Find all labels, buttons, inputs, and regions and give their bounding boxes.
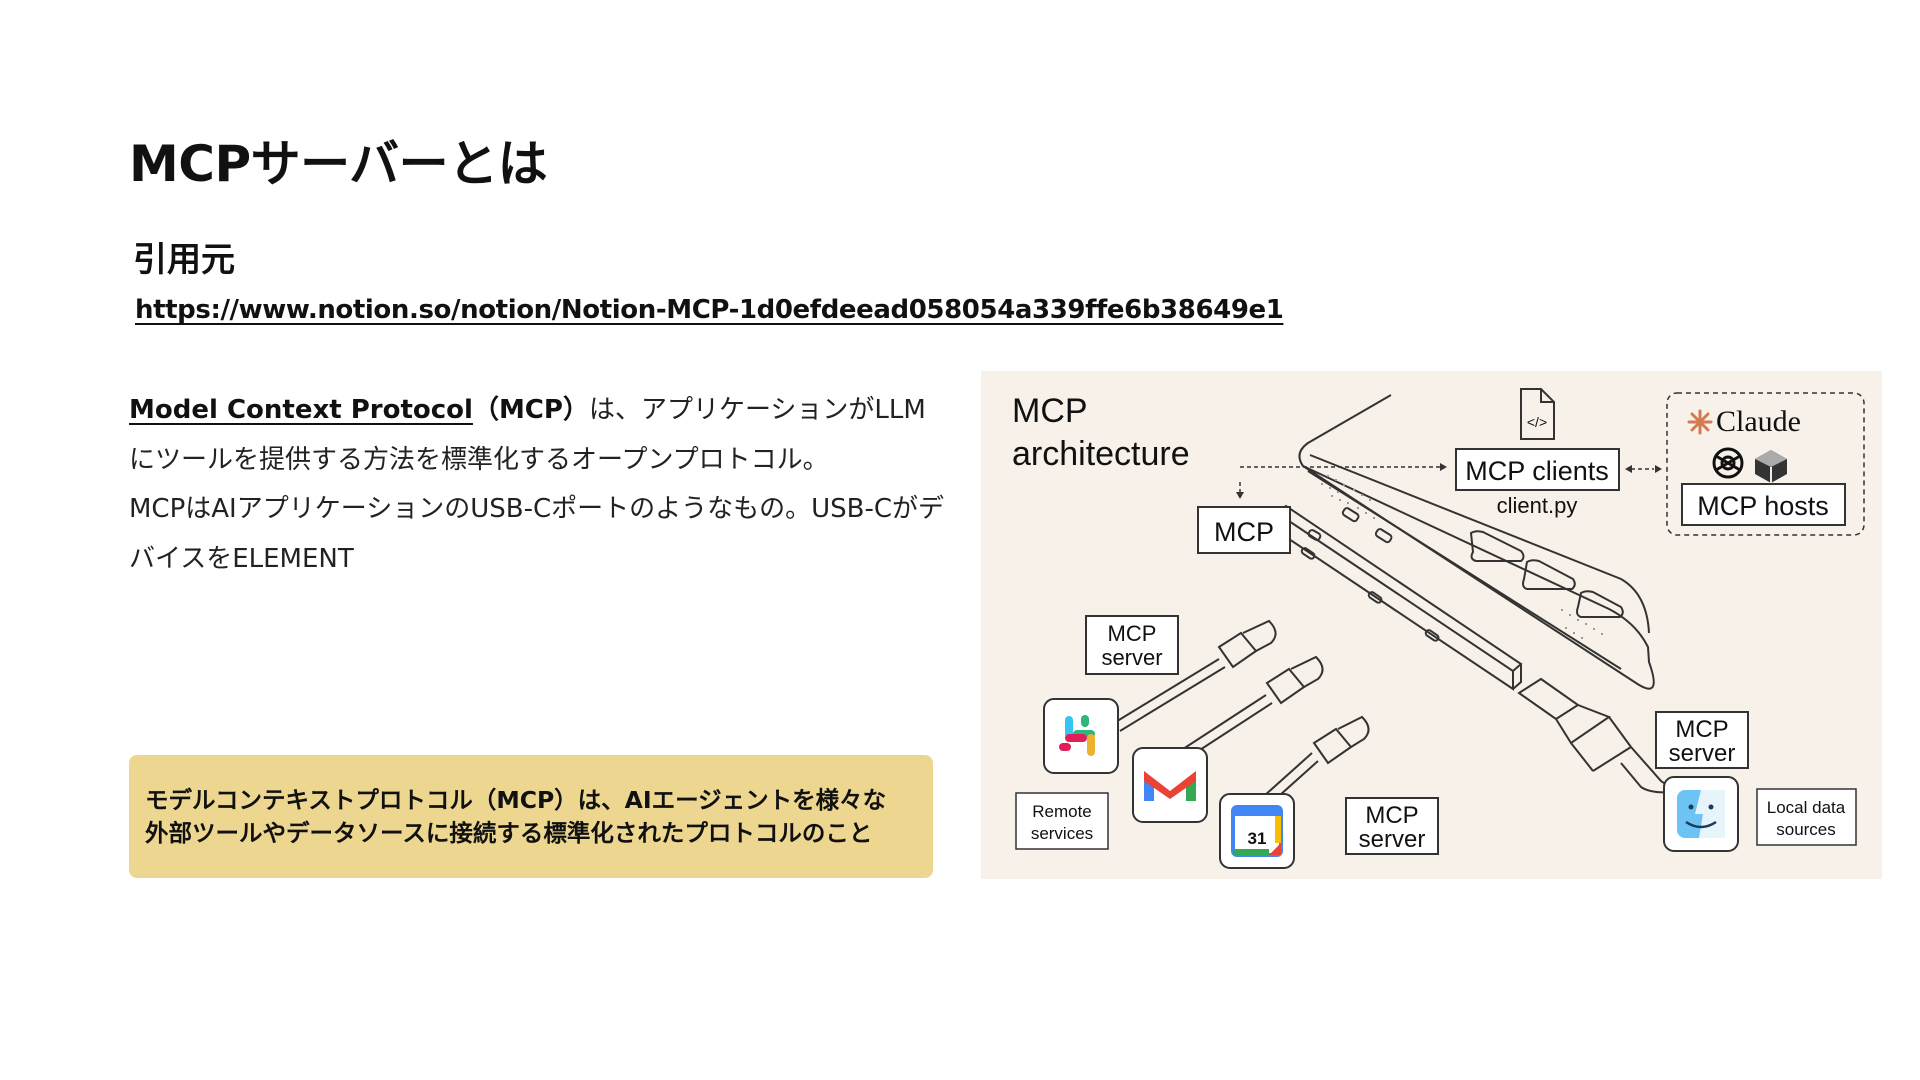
laptop-speaker-grille bbox=[1321, 475, 1603, 639]
mcp-hosts-group: Claude MCP hosts bbox=[1666, 392, 1865, 536]
slide-title: MCPサーバーとは bbox=[129, 135, 548, 193]
source-link[interactable]: https://www.notion.so/notion/Notion-MCP-… bbox=[135, 295, 1284, 325]
mcp-hosts-label: MCP hosts bbox=[1697, 491, 1829, 521]
file-code-glyph: </> bbox=[1527, 414, 1547, 430]
file-code-icon: </> bbox=[1520, 388, 1555, 440]
mcp-term-link[interactable]: Model Context Protocol bbox=[129, 395, 473, 425]
remote-services-box: Remote services bbox=[1015, 792, 1109, 850]
mcp-server-left-line-2: server bbox=[1101, 645, 1162, 670]
mcp-clients-box: MCP clients bbox=[1455, 448, 1620, 491]
analogy-text: MCPはAIアプリケーションのUSB-Cポートのようなもの。USB-Cがデバイス… bbox=[129, 494, 945, 574]
mcp-server-right-line-2: server bbox=[1669, 740, 1736, 767]
body-text: Model Context Protocol（MCP）は、アプリケーションがLL… bbox=[129, 386, 949, 584]
claude-label: Claude bbox=[1716, 405, 1801, 438]
mcp-server-bottom-line-1: MCP bbox=[1365, 802, 1418, 829]
finder-icon bbox=[1663, 776, 1739, 852]
mcp-server-right-line-1: MCP bbox=[1675, 716, 1728, 743]
diagram-title-line-1: MCP bbox=[1012, 392, 1088, 430]
mcp-server-bottom-box: MCP server bbox=[1345, 797, 1439, 855]
remote-services-line-2: services bbox=[1031, 824, 1093, 843]
summary-callout: モデルコンテキストプロトコル（MCP）は、AIエージェントを様々な 外部ツールや… bbox=[129, 755, 933, 878]
mcp-server-left-line-1: MCP bbox=[1108, 621, 1157, 646]
google-calendar-icon: 31 bbox=[1219, 793, 1295, 869]
calendar-day-label: 31 bbox=[1248, 829, 1267, 848]
remote-services-line-1: Remote bbox=[1032, 802, 1092, 821]
mcp-server-bottom-line-2: server bbox=[1359, 826, 1426, 853]
diagram-title-line-2: architecture bbox=[1012, 435, 1190, 473]
mcp-server-right-box: MCP server bbox=[1655, 711, 1749, 769]
callout-line-2: 外部ツールやデータソースに接続する標準化されたプロトコルのこと bbox=[145, 819, 873, 847]
claude-icon bbox=[1687, 409, 1713, 435]
mcp-abbr: （MCP） bbox=[472, 395, 589, 425]
mcp-label: MCP bbox=[1214, 517, 1274, 547]
connection-arrows bbox=[1239, 466, 1654, 493]
gmail-icon bbox=[1132, 747, 1208, 823]
arrow-heads bbox=[1236, 463, 1662, 499]
perplexity-icon bbox=[1755, 450, 1787, 483]
slack-icon bbox=[1043, 698, 1119, 774]
openai-icon bbox=[1712, 447, 1744, 479]
laptop-illustration bbox=[1298, 394, 1655, 690]
local-data-sources-box: Local data sources bbox=[1756, 788, 1857, 846]
mcp-label-box: MCP bbox=[1197, 506, 1291, 554]
mcp-server-left-box: MCP server bbox=[1085, 615, 1179, 675]
mcp-clients-label: MCP clients bbox=[1465, 456, 1609, 486]
client-file-label: client.py bbox=[1497, 493, 1578, 518]
laptop-keys bbox=[1341, 507, 1624, 618]
local-data-line-1: Local data bbox=[1767, 798, 1846, 817]
source-heading: 引用元 bbox=[133, 240, 235, 280]
intro-text: は、アプリケーションがLLMにツールを提供する方法を標準化するオープンプロトコル… bbox=[129, 395, 926, 475]
local-data-line-2: sources bbox=[1776, 820, 1836, 839]
callout-line-1: モデルコンテキストプロトコル（MCP）は、AIエージェントを様々な bbox=[145, 786, 887, 814]
mcp-architecture-diagram: MCP architecture MCP </> MCP clients cli… bbox=[981, 371, 1882, 879]
